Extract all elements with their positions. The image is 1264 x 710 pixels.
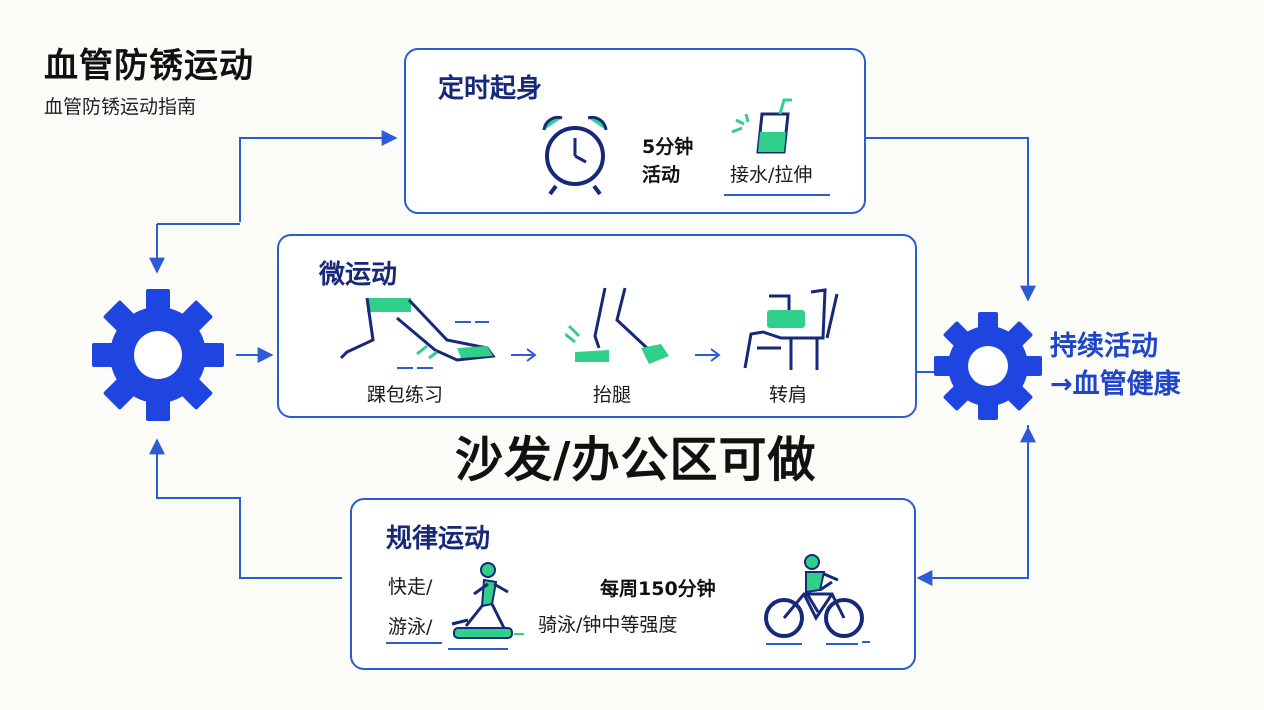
freq-line-2: 骑泳/钟中等强度 — [538, 610, 677, 637]
panel-timed-standup: 定时起身 5分钟 活动 接水/拉伸 — [404, 48, 866, 214]
left-line-1: 快走/ — [388, 572, 432, 599]
freq-line-1: 每周150分钟 — [600, 574, 716, 601]
panel-title: 规律运动 — [386, 518, 490, 555]
gear-icon — [92, 286, 224, 424]
action-label: 接水/拉伸 — [730, 160, 812, 187]
cyclist-icon — [762, 554, 872, 650]
result-text: 持续活动 →血管健康 — [1050, 328, 1181, 404]
panel-title: 定时起身 — [438, 68, 542, 105]
step-label-2: 抬腿 — [593, 380, 631, 407]
result-line-1: 持续活动 — [1050, 328, 1181, 366]
result-line-2: →血管健康 — [1050, 366, 1181, 404]
panel-micro-exercise: 微运动 踝包练习 抬腿 转肩 — [277, 234, 917, 418]
step-arrow-1 — [511, 348, 539, 362]
connector-bottom-to-gear — [157, 440, 342, 578]
alarm-clock-icon — [538, 112, 612, 196]
left-underline — [386, 642, 442, 644]
connector-right-to-bottom — [918, 425, 1028, 578]
duration-line-2: 活动 — [642, 160, 680, 187]
water-cup-icon — [730, 98, 800, 158]
panel-regular-exercise: 规律运动 快走/ 游泳/ 每周150分钟 骑泳/钟中等强度 — [350, 498, 916, 670]
step-arrow-2 — [695, 348, 723, 362]
ankle-exercise-icon — [337, 294, 497, 370]
left-line-2: 游泳/ — [388, 612, 432, 639]
step-label-3: 转肩 — [769, 380, 807, 407]
connector-left-to-top — [240, 138, 396, 222]
shoulder-turn-chair-icon — [741, 288, 841, 372]
duration-line-1: 5分钟 — [642, 132, 693, 159]
panel-title: 微运动 — [319, 254, 397, 291]
step-label-1: 踝包练习 — [367, 380, 443, 407]
gear-icon — [934, 310, 1042, 422]
leg-raise-icon — [565, 286, 677, 372]
walking-treadmill-icon — [448, 562, 528, 644]
action-underline — [724, 194, 830, 196]
treadmill-underline — [448, 648, 508, 650]
center-note: 沙发/办公区可做 — [455, 420, 817, 490]
